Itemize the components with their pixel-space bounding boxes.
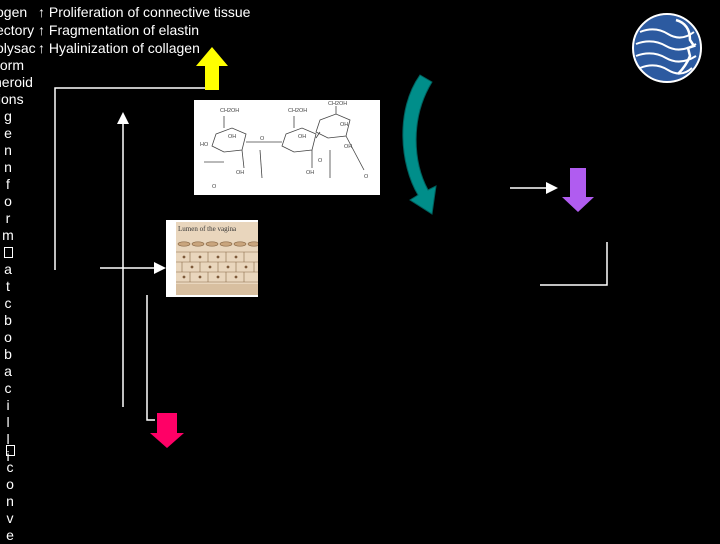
vertical-letter: c: [4, 295, 12, 311]
left-fragment-3: olysac: [0, 40, 36, 56]
header-line-2: ↑ Fragmentation of elastin: [38, 22, 200, 38]
vertical-letter: o: [4, 329, 12, 345]
molecule-label: CH2OH: [328, 101, 347, 107]
molecule-label: HO: [200, 142, 209, 148]
lower-vertical-letter-column: c o n v e: [3, 442, 17, 544]
vertical-letter: i: [6, 448, 10, 464]
green-curved-arrow-icon: [402, 74, 437, 215]
vertical-letter: g: [4, 108, 12, 124]
vertical-letter: t: [6, 278, 10, 294]
vertical-letter: r: [5, 210, 11, 226]
vertical-letter: m: [2, 227, 14, 243]
vertical-letter: f: [6, 176, 10, 192]
vertical-letter: a: [4, 261, 12, 277]
connector-to-magenta-arrow: [146, 295, 155, 421]
histology-image: Lumen of the vagina: [176, 222, 258, 295]
violet-down-arrow-icon: [562, 168, 594, 212]
molecule-label: OH: [344, 144, 352, 150]
vertical-letter: n: [6, 493, 14, 509]
molecule-label: O: [318, 158, 323, 164]
magenta-down-arrow-icon: [150, 413, 184, 448]
vertical-letter: b: [4, 312, 12, 328]
molecule-label: CH2OH: [220, 108, 239, 114]
molecule-label: OH: [236, 170, 244, 176]
molecule-label: O: [364, 174, 369, 180]
vertical-letter: i: [6, 397, 10, 413]
vaginal-epithelium-histology-image: Lumen of the vagina: [166, 220, 258, 297]
vertical-letter: c: [6, 459, 14, 475]
vertical-letter-column: g e n n f o r m a t c b o b a c i l l i: [1, 108, 15, 465]
polysaccharide-structure-diagram: CH2OH OH HO O OH CH2OH OH O OH CH2OH O O…: [194, 100, 380, 195]
molecule-drawing: CH2OH OH HO O OH CH2OH OH O OH CH2OH O O…: [200, 101, 369, 190]
vertical-letter: e: [4, 125, 12, 141]
yellow-up-arrow-icon: [196, 47, 228, 90]
vertical-letter: l: [6, 431, 10, 447]
cell-layers-drawing: [176, 241, 258, 295]
vertical-letter: v: [6, 510, 14, 526]
vertical-letter: e: [6, 527, 14, 543]
vertical-letter: n: [4, 159, 12, 175]
vertical-letter: l: [6, 414, 10, 430]
molecule-label: O: [212, 184, 217, 190]
vertical-letter: n: [4, 142, 12, 158]
histology-caption: Lumen of the vagina: [178, 225, 237, 233]
molecule-label: OH: [340, 122, 348, 128]
vertical-letter: o: [4, 193, 12, 209]
missing-glyph-icon: [3, 442, 17, 459]
vertical-letter: b: [4, 346, 12, 362]
molecule-label: OH: [306, 170, 314, 176]
left-fragment-1: ogen: [0, 4, 28, 20]
molecule-label: CH2OH: [288, 108, 307, 114]
missing-glyph-icon: [1, 244, 15, 261]
molecule-label: O: [260, 136, 265, 142]
connector-to-yellow-arrow: [54, 87, 205, 270]
connector-bracket: [540, 242, 608, 286]
header-line-1: ↑ Proliferation of connective tissue: [38, 4, 251, 20]
molecule-label: OH: [298, 134, 306, 140]
vertical-letter: o: [6, 476, 14, 492]
left-fragment-6: tions: [0, 91, 24, 107]
left-fragment-5: heroid: [0, 74, 33, 90]
vertical-letter: a: [4, 363, 12, 379]
vertical-letter: c: [4, 380, 12, 396]
molecule-label: OH: [228, 134, 236, 140]
header-line-3: ↑ Hyalinization of collagen: [38, 40, 200, 56]
left-fragment-2: ectory: [0, 22, 35, 38]
head-profile-logo-icon: [632, 13, 702, 83]
